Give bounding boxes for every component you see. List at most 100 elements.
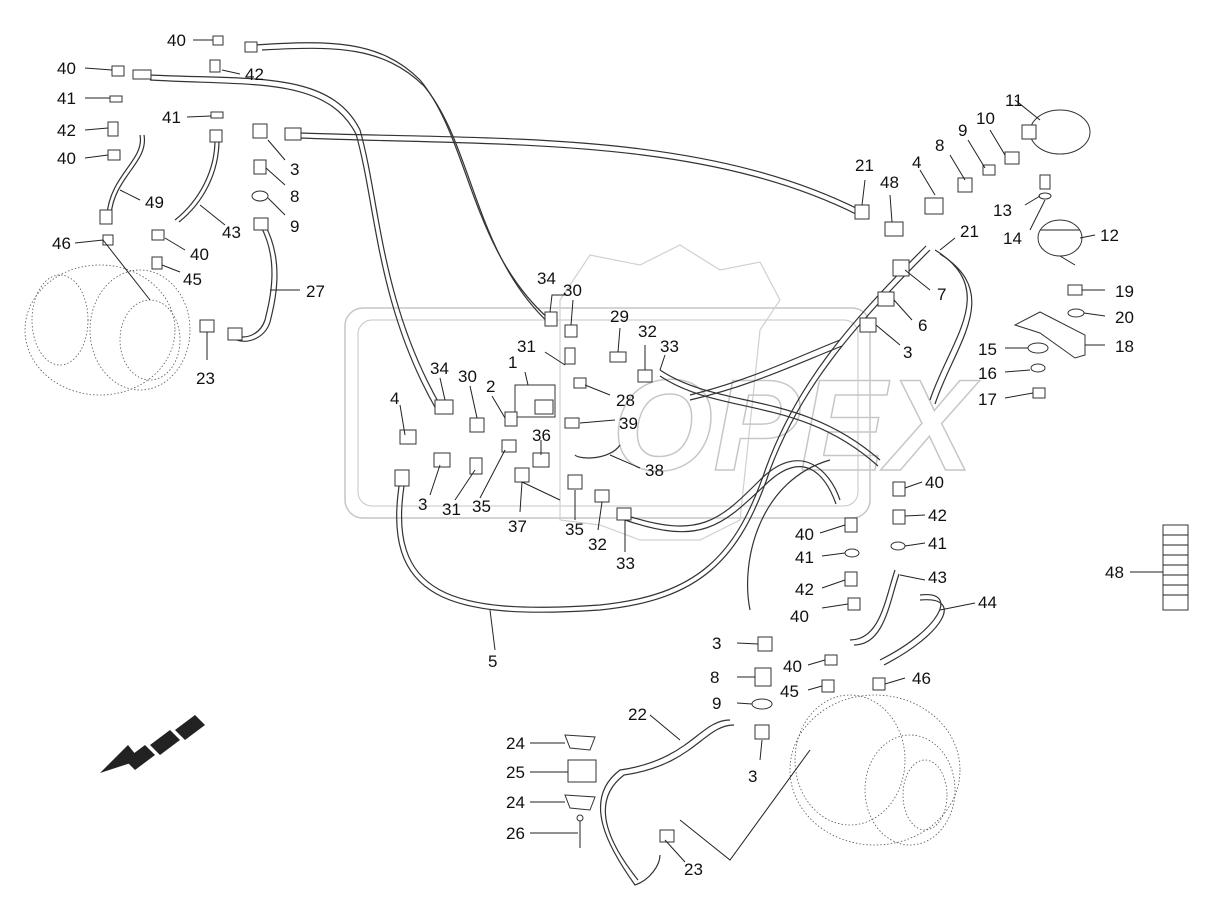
opex-watermark: OPEX — [344, 244, 981, 541]
callout-label: 40 — [57, 59, 76, 78]
watermark-text: OPEX — [612, 352, 981, 498]
callout-label: 40 — [190, 245, 209, 264]
callout-label: 34 — [430, 359, 449, 378]
callout-label: 22 — [628, 705, 647, 724]
callout-label: 8 — [710, 668, 719, 687]
clips-24-25-26 — [564, 734, 597, 848]
callout-label: 17 — [978, 390, 997, 409]
callout-label: 19 — [1115, 282, 1134, 301]
callout-label: 2 — [486, 377, 495, 396]
callout-label: 33 — [616, 554, 635, 573]
callout-label: 42 — [795, 580, 814, 599]
valve-block-1 — [514, 384, 556, 418]
callout-label: 9 — [290, 217, 299, 236]
callout-label: 8 — [935, 136, 944, 155]
callout-label: 26 — [506, 824, 525, 843]
callout-label: 34 — [537, 269, 556, 288]
callout-label: 23 — [196, 369, 215, 388]
callout-label: 41 — [928, 534, 947, 553]
callout-label: 13 — [993, 201, 1012, 220]
callout-label: 1 — [508, 353, 517, 372]
callout-label: 24 — [506, 793, 525, 812]
callout-label: 21 — [960, 222, 979, 241]
callout-label: 45 — [183, 270, 202, 289]
callout-label: 32 — [588, 535, 607, 554]
tubes — [106, 134, 945, 886]
callout-label: 9 — [712, 694, 721, 713]
callout-label: 33 — [660, 337, 679, 356]
callout-label: 30 — [458, 367, 477, 386]
callout-label: 46 — [52, 234, 71, 253]
callout-label: 43 — [222, 223, 241, 242]
callout-label: 6 — [918, 316, 927, 335]
left-wheel-hub — [24, 264, 191, 396]
callout-label: 14 — [1003, 229, 1022, 248]
callout-label: 38 — [645, 461, 664, 480]
leader-lines — [74, 39, 1163, 863]
bracket-18 — [1013, 311, 1086, 359]
callout-label: 35 — [472, 497, 491, 516]
callout-label: 40 — [167, 31, 186, 50]
callout-label: 16 — [978, 364, 997, 383]
callout-label: 3 — [418, 495, 427, 514]
callout-label: 44 — [978, 593, 997, 612]
callout-label: 43 — [928, 568, 947, 587]
callout-label: 21 — [855, 156, 874, 175]
callout-label: 35 — [565, 520, 584, 539]
callout-label: 3 — [290, 160, 299, 179]
callout-label: 29 — [610, 307, 629, 326]
callout-label: 11 — [1005, 91, 1023, 110]
callout-label: 40 — [795, 525, 814, 544]
callout-label: 3 — [712, 634, 721, 653]
callout-label: 41 — [57, 89, 76, 108]
callout-label: 4 — [912, 153, 921, 172]
callout-label: 27 — [306, 282, 325, 301]
callout-label: 42 — [928, 506, 947, 525]
callout-label: 3 — [748, 767, 757, 786]
callout-label: 7 — [937, 285, 946, 304]
callout-label: 40 — [783, 657, 802, 676]
callout-label: 12 — [1100, 226, 1119, 245]
callout-label: 40 — [57, 149, 76, 168]
callout-label: 49 — [145, 193, 164, 212]
callout-label: 48 — [1105, 563, 1124, 582]
callout-label: 4 — [390, 389, 399, 408]
callout-label: 9 — [958, 121, 967, 140]
callout-label: 25 — [506, 763, 525, 782]
callout-label: 42 — [245, 65, 264, 84]
callout-label: 37 — [508, 517, 527, 536]
callout-label: 10 — [976, 109, 995, 128]
callout-label: 31 — [517, 337, 536, 356]
callout-label: 46 — [912, 669, 931, 688]
callout-label: 40 — [925, 473, 944, 492]
callout-label: 32 — [638, 322, 657, 341]
clamp-12 — [1037, 219, 1083, 266]
callout-label: 41 — [162, 108, 181, 127]
callout-label: 39 — [619, 414, 638, 433]
callout-label: 3 — [903, 343, 912, 362]
hoses — [149, 42, 973, 613]
sleeve-48 — [1162, 524, 1189, 611]
callout-label: 40 — [790, 607, 809, 626]
callout-label: 20 — [1115, 308, 1134, 327]
callout-labels: 40 42 40 41 42 40 41 3 8 9 49 43 46 40 4… — [52, 31, 1134, 879]
right-wheel-hub — [789, 694, 961, 846]
callout-label: 48 — [880, 173, 899, 192]
direction-arrow-icon — [100, 715, 205, 773]
callout-label: 23 — [684, 860, 703, 879]
callout-label: 31 — [442, 500, 461, 519]
callout-label: 5 — [488, 652, 497, 671]
callout-label: 24 — [506, 734, 525, 753]
callout-label: 18 — [1115, 337, 1134, 356]
fittings — [99, 35, 1085, 843]
callout-label: 41 — [795, 548, 814, 567]
callout-label: 42 — [57, 121, 76, 140]
callout-label: 8 — [290, 187, 299, 206]
accumulator-11 — [924, 109, 1091, 215]
callout-label: 45 — [780, 682, 799, 701]
callout-label: 36 — [532, 426, 551, 445]
callout-label: 15 — [978, 340, 997, 359]
callout-label: 28 — [616, 391, 635, 410]
